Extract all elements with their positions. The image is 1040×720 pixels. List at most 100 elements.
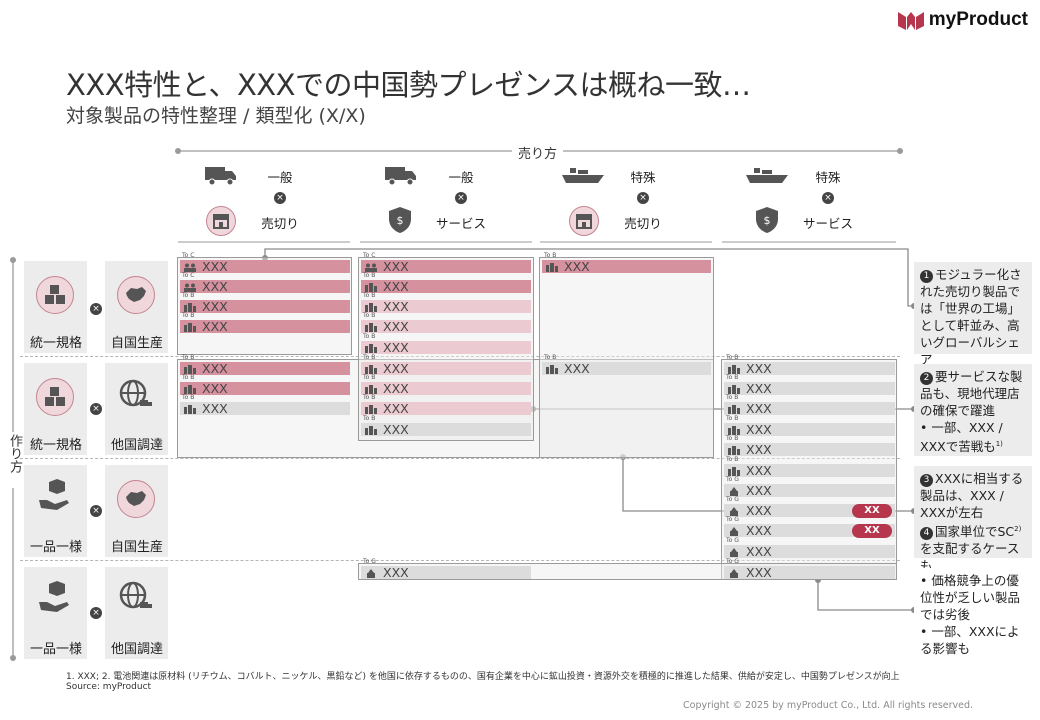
group-box bbox=[539, 257, 714, 458]
segment-tag: To B bbox=[363, 292, 376, 299]
note-3-text: XXXに相当する製品は、XXX / XXXが左右 bbox=[920, 471, 1024, 520]
segment-tag: To B bbox=[182, 354, 195, 361]
store-icon bbox=[569, 206, 599, 236]
note-2-bullet: 一部、XXX / XXXで苦戦も bbox=[920, 420, 1003, 455]
note-number: 2 bbox=[920, 372, 933, 385]
segment-tag: To B bbox=[726, 394, 739, 401]
footnote: 1. XXX; 2. 電池関連は原材料 (リチウム、コバルト、ニッケル、黒鉛など… bbox=[66, 672, 900, 692]
bar-label: XXX bbox=[746, 565, 772, 580]
bar-label: XXX bbox=[202, 279, 228, 294]
note-2-text: 要サービスな製品も、現地代理店の確保で躍進 bbox=[920, 369, 1023, 418]
product-bar: To B XXX bbox=[724, 375, 895, 396]
cross-icon: × bbox=[90, 607, 102, 619]
bar-label: XXX bbox=[746, 381, 772, 396]
truck-icon bbox=[205, 167, 236, 186]
row-separator bbox=[20, 356, 900, 357]
col1-type: 一般 bbox=[267, 170, 293, 185]
product-bar: To G XXX bbox=[361, 559, 531, 580]
product-bar: To B XXX bbox=[180, 355, 350, 376]
cubes-icon bbox=[36, 378, 74, 416]
shield-dollar-icon: $ bbox=[756, 207, 778, 233]
bar-label: XXX bbox=[202, 361, 228, 376]
brand-name: myProduct bbox=[928, 9, 1028, 30]
row1-spec: 統一規格 bbox=[29, 336, 82, 351]
bar-label: XXX bbox=[746, 523, 772, 538]
product-bar: To B XXX bbox=[361, 355, 531, 376]
row4-production: 他国調達 bbox=[110, 642, 163, 657]
hand-box-icon bbox=[39, 581, 69, 612]
note-1-text: モジュラー化された売切り製品では「世界の工場」として軒並み、高いグローバルシェア bbox=[920, 267, 1022, 367]
segment-tag: To B bbox=[363, 415, 376, 422]
svg-text:$: $ bbox=[764, 214, 771, 227]
segment-tag: To B bbox=[363, 312, 376, 319]
segment-tag: To B bbox=[363, 354, 376, 361]
bar-label: XXX bbox=[202, 259, 228, 274]
row3-production: 自国生産 bbox=[110, 540, 163, 555]
segment-tag: To C bbox=[363, 252, 376, 259]
cross-icon: × bbox=[822, 192, 834, 204]
row-separator bbox=[20, 560, 900, 561]
note-number: 1 bbox=[920, 270, 933, 283]
row2-spec: 統一規格 bbox=[29, 438, 82, 453]
ship-icon bbox=[562, 168, 604, 183]
bar-label: XXX bbox=[564, 361, 590, 376]
cross-icon: × bbox=[455, 192, 467, 204]
row2-right-box bbox=[105, 363, 168, 455]
segment-tag: To B bbox=[726, 374, 739, 381]
page-subtitle: 対象製品の特性整理 / 類型化 (X/X) bbox=[66, 105, 366, 127]
row3-spec: 一品一様 bbox=[29, 540, 82, 555]
row1-production: 自国生産 bbox=[110, 336, 163, 351]
brand-logo: myProduct bbox=[897, 9, 1028, 31]
segment-tag: To G bbox=[363, 558, 376, 565]
segment-tag: To G bbox=[726, 476, 739, 483]
row2-production: 他国調達 bbox=[110, 438, 163, 453]
bar-label: XXX bbox=[746, 503, 772, 518]
col4-type: 特殊 bbox=[815, 170, 841, 185]
product-bar: To B XXX bbox=[361, 416, 531, 437]
segment-tag: To B bbox=[544, 252, 557, 259]
note-4-text-a: 国家単位でSC bbox=[935, 524, 1015, 540]
bar-label: XXX bbox=[564, 259, 590, 274]
bar-label: XXX bbox=[383, 361, 409, 376]
bar-label: XXX bbox=[383, 565, 409, 580]
bar-label: XXX bbox=[746, 483, 772, 498]
bar-label: XXX bbox=[383, 299, 409, 314]
cubes-icon bbox=[36, 276, 74, 314]
col4-sales: サービス bbox=[802, 216, 853, 231]
svg-text:$: $ bbox=[397, 214, 404, 227]
bar-label: XXX bbox=[202, 319, 228, 334]
bar-label: XXX bbox=[383, 401, 409, 416]
row-separator bbox=[20, 458, 900, 459]
cross-icon: × bbox=[90, 505, 102, 517]
bar-label: XXX bbox=[383, 422, 409, 437]
product-bar: To B XXX bbox=[361, 293, 531, 314]
segment-tag: To G bbox=[726, 516, 739, 523]
bar-label: XXX bbox=[746, 544, 772, 559]
col1-sales: 売切り bbox=[261, 216, 299, 231]
col3-type: 特殊 bbox=[630, 170, 656, 185]
cross-icon: × bbox=[637, 192, 649, 204]
segment-tag: To B bbox=[363, 374, 376, 381]
china-map-icon bbox=[117, 480, 155, 518]
segment-tag: To G bbox=[726, 496, 739, 503]
cross-icon: × bbox=[90, 303, 102, 315]
sell-axis-label: 売り方 bbox=[512, 143, 564, 162]
bar-label: XXX bbox=[202, 401, 228, 416]
truck-icon bbox=[385, 167, 416, 186]
globe-truck-icon bbox=[119, 379, 152, 407]
